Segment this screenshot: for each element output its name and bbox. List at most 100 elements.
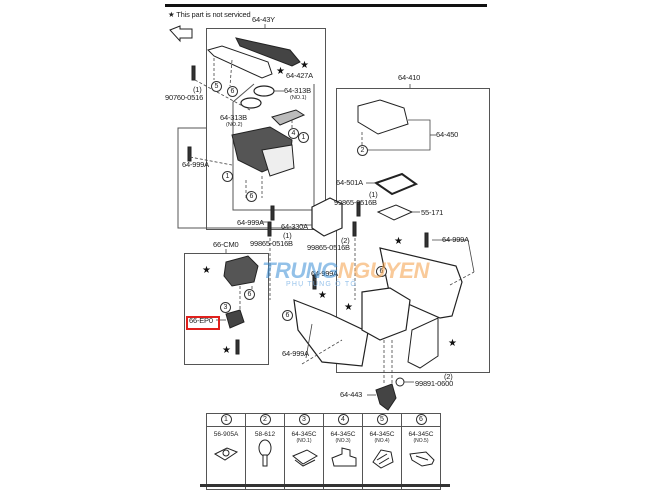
label-66-ep0[interactable]: 66-EP0: [189, 316, 213, 325]
label-64-313b-no2-sub: (NO.2): [226, 122, 243, 128]
label-64-999a-right: 64-999A: [442, 235, 469, 244]
switch-66-cm0: [223, 255, 259, 287]
watermark-brand-a: TRUNG: [262, 258, 338, 283]
bin-64-330a: [311, 197, 343, 237]
bracket-64-427a: [232, 83, 315, 211]
label-64-313b-no1-sub: (NO.1): [290, 95, 307, 101]
star-icon: ★: [276, 66, 285, 77]
callout-2: 2: [357, 145, 368, 156]
star-icon: ★: [168, 10, 175, 19]
label-64-999a-mid: 64-999A: [311, 269, 338, 278]
legend-num-4: 4: [323, 413, 363, 427]
callout-3: 3: [220, 302, 231, 313]
label-64-410: 64-410: [398, 73, 421, 82]
label-64-330a: 64-330A: [281, 222, 308, 231]
header-rule: [165, 4, 487, 7]
callout-5: 5: [211, 81, 222, 92]
label-99891-0600: 99891-0600: [415, 379, 454, 388]
star-icon: ★: [394, 236, 403, 247]
mat-55-171: [376, 204, 414, 221]
legend-cell-4: 64-345C(NO.3): [323, 426, 363, 490]
star-icon: ★: [202, 265, 211, 276]
center-box: [361, 287, 411, 341]
label-90760-0516: 90760-0516: [165, 93, 204, 102]
footer-rule: [200, 484, 450, 487]
legend-cell-2: 58-612: [245, 426, 285, 490]
screw-99865-c: [352, 221, 357, 237]
nut-99891: [395, 377, 405, 387]
o-ring-no1: [253, 85, 275, 97]
armrest-lid-64-450: [357, 99, 409, 135]
switch-bezel: [271, 109, 306, 126]
label-90760-qty: (1): [193, 85, 202, 94]
label-99865-b-qty: (1): [283, 231, 292, 240]
screw-66-ep0: [235, 339, 240, 355]
label-64-999a-lower: 64-999A: [282, 349, 309, 358]
callout-1: 1: [222, 171, 233, 182]
star-icon: ★: [300, 60, 309, 71]
screw-64-999a-bottom: [270, 205, 275, 221]
watermark-brand: TRUNGNGUYEN: [262, 258, 429, 284]
label-64-450: 64-450: [436, 130, 459, 139]
o-ring-no2: [240, 97, 262, 109]
highlight-box-66-ep0: [186, 316, 220, 330]
label-99865-a-qty: (1): [369, 190, 378, 199]
side-panel-left: [293, 299, 369, 367]
label-99865-c-qty: (2): [341, 236, 350, 245]
star-icon: ★: [344, 302, 353, 313]
callout-6: 6: [246, 191, 257, 202]
legend-cell-6: 64-345C(NO.5): [401, 426, 441, 490]
switch-66-ep0: [225, 309, 245, 329]
clip-no5-icon: [409, 451, 435, 467]
not-serviced-note: ★ This part is not serviced: [168, 10, 251, 19]
frame-66-cm0: [184, 253, 269, 365]
legend-cell-3: 64-345C(NO.1): [284, 426, 324, 490]
tray-64-501a: [373, 172, 419, 196]
clip-no1-icon: [292, 449, 318, 467]
label-64-443: 64-443: [340, 390, 363, 399]
screw-64-999a-right: [424, 232, 429, 248]
star-icon: ★: [318, 290, 327, 301]
legend-cell-5: 64-345C(NO.4): [362, 426, 402, 490]
callout-6: 6: [227, 86, 238, 97]
label-66-cm0: 66-CM0: [213, 240, 239, 249]
screw-64-999a-left: [187, 146, 192, 162]
rear-panel: [407, 317, 439, 369]
callout-6: 6: [244, 289, 255, 300]
callout-6: 6: [282, 310, 293, 321]
callout-1: 1: [298, 132, 309, 143]
star-icon: ★: [222, 345, 231, 356]
bracket-outer-left: [177, 127, 296, 229]
clip-nut-icon: [213, 447, 239, 461]
label-55-171: 55-171: [421, 208, 444, 217]
screw-99865-a: [356, 201, 361, 217]
label-64-43y: 64-43Y: [252, 15, 275, 24]
star-icon: ★: [448, 338, 457, 349]
label-64-313b-no1: 64-313B: [284, 86, 311, 95]
label-64-427a: 64-427A: [286, 71, 313, 80]
label-99865-0516b-c: 99865-0516B: [307, 243, 350, 252]
legend-num-5: 5: [362, 413, 402, 427]
clip-legend-table: 1 2 3 4 5 6 56-905A 58-612 64-345C(NO.1)…: [206, 413, 441, 490]
fwd-arrow-icon: [169, 25, 193, 43]
screw-99865-b: [267, 221, 272, 237]
push-pin-icon: [258, 439, 272, 467]
bracket-64-443: [375, 383, 397, 411]
label-99891-qty: (2): [444, 372, 453, 381]
watermark-brand-b: NGUYEN: [337, 258, 430, 283]
upper-trim-panel: [207, 37, 301, 79]
legend-num-6: 6: [401, 413, 441, 427]
clip-no3-icon: [331, 447, 357, 467]
clip-no4-icon: [372, 449, 394, 469]
screw-64-999a-mid: [312, 274, 317, 290]
watermark-subtitle: PHỤ TÙNG Ô TÔ: [286, 281, 357, 288]
frame-64-43y: [206, 28, 326, 230]
label-64-313b-no2: 64-313B: [220, 113, 247, 122]
callout-6: 6: [376, 266, 387, 277]
legend-cell-1: 56-905A: [206, 426, 246, 490]
legend-num-3: 3: [284, 413, 324, 427]
shift-panel-assembly: [231, 126, 295, 177]
screw-90760: [191, 65, 196, 81]
label-64-999a-left: 64-999A: [182, 160, 209, 169]
